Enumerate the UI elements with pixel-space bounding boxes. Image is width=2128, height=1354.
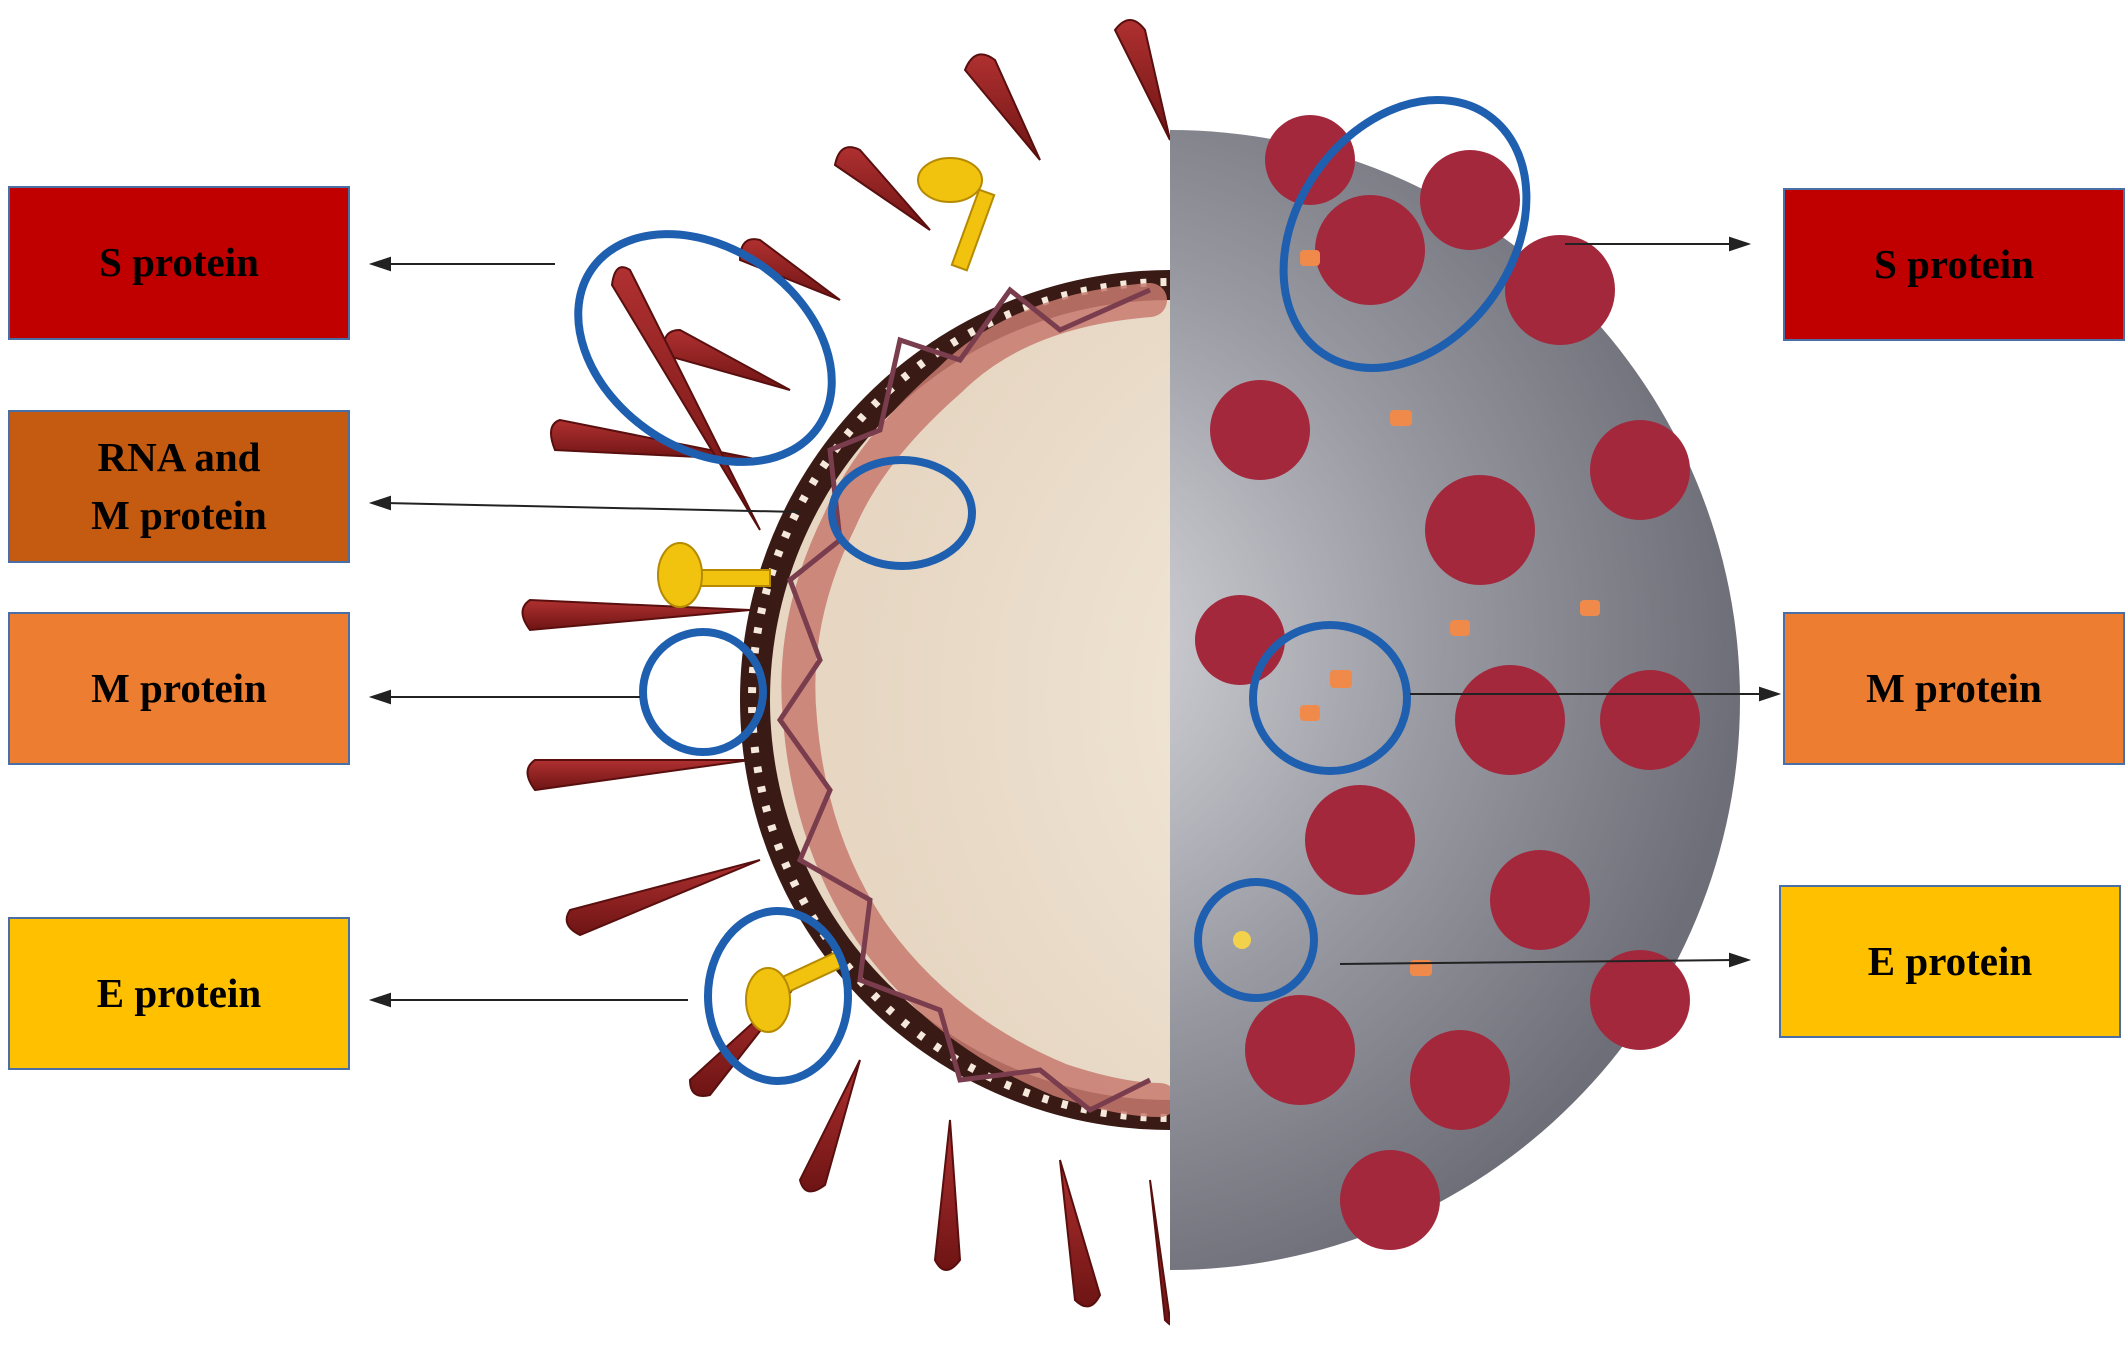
highlight-s-protein-right bbox=[1279, 96, 1531, 372]
spike bbox=[738, 238, 841, 301]
spike bbox=[550, 418, 761, 461]
highlight-circles bbox=[574, 96, 1531, 1085]
arrow-left-rna bbox=[384, 502, 801, 513]
label-s-protein-left: S protein bbox=[8, 186, 350, 340]
spike-cluster bbox=[1245, 995, 1355, 1105]
spike-cluster bbox=[1600, 670, 1700, 770]
arrowhead bbox=[368, 992, 391, 1008]
e-protein-head bbox=[745, 967, 791, 1033]
spike-cluster bbox=[1590, 950, 1690, 1050]
spike bbox=[1113, 19, 1170, 141]
m-protein-dot bbox=[1450, 620, 1470, 636]
spike bbox=[1059, 1159, 1102, 1308]
spike bbox=[963, 53, 1041, 161]
spike-cluster bbox=[1590, 420, 1690, 520]
arrowhead bbox=[368, 256, 391, 272]
spike-cluster bbox=[1410, 1030, 1510, 1130]
rna-line bbox=[776, 286, 1152, 1113]
spike-cluster bbox=[1315, 195, 1425, 305]
spike bbox=[833, 146, 931, 231]
spike-cluster bbox=[1340, 1150, 1440, 1250]
m-protein-dot bbox=[1300, 705, 1320, 721]
surface-spikes bbox=[1195, 115, 1700, 1250]
spike bbox=[610, 266, 761, 531]
spike-cluster bbox=[1505, 235, 1615, 345]
e-protein-dot bbox=[1233, 931, 1251, 949]
m-protein-dot bbox=[1390, 410, 1412, 426]
label-e-protein-right: E protein bbox=[1779, 885, 2121, 1038]
arrowhead bbox=[368, 495, 391, 511]
arrow-right-e bbox=[1339, 959, 1736, 965]
m-protein-dot bbox=[1580, 600, 1600, 616]
m-protein-dots bbox=[1300, 250, 1600, 976]
label-rna-m-protein-left: RNA and M protein bbox=[8, 410, 350, 563]
spike bbox=[565, 859, 761, 937]
spike bbox=[1149, 1179, 1170, 1326]
e-protein-head bbox=[917, 157, 983, 203]
m-protein-dot bbox=[1300, 250, 1320, 266]
rna-zigzag bbox=[776, 286, 1152, 1113]
label-m-protein-left: M protein bbox=[8, 612, 350, 765]
e-proteins-left bbox=[657, 157, 996, 1033]
spike bbox=[798, 1059, 861, 1193]
e-protein-stem bbox=[699, 569, 771, 587]
highlight-e-protein-left bbox=[704, 907, 852, 1085]
spike bbox=[521, 598, 751, 632]
highlight-m-protein-left bbox=[639, 628, 767, 756]
e-protein-stem bbox=[950, 188, 996, 272]
rna-strand bbox=[781, 283, 1170, 1117]
spike-cluster bbox=[1195, 595, 1285, 685]
label-m-protein-right: M protein bbox=[1783, 612, 2125, 765]
spike-cluster bbox=[1265, 115, 1355, 205]
spike bbox=[933, 1119, 962, 1271]
arrowhead bbox=[1759, 686, 1782, 702]
arrows bbox=[368, 236, 1782, 1008]
e-protein-head bbox=[657, 542, 703, 608]
spike-cluster bbox=[1490, 850, 1590, 950]
arrowhead bbox=[1729, 952, 1752, 968]
spike-cluster bbox=[1420, 150, 1520, 250]
highlight-s-protein-left bbox=[574, 230, 836, 466]
arrowhead bbox=[1729, 236, 1752, 252]
spike bbox=[526, 759, 751, 792]
highlight-rna-left bbox=[828, 456, 976, 570]
highlight-e-protein-right bbox=[1194, 878, 1318, 1002]
arrowhead bbox=[368, 689, 391, 705]
spike-cluster bbox=[1425, 475, 1535, 585]
virus-surface-right bbox=[1170, 115, 1740, 1270]
label-s-protein-right: S protein bbox=[1783, 188, 2125, 341]
highlight-m-protein-right bbox=[1249, 621, 1411, 775]
spike-cluster bbox=[1305, 785, 1415, 895]
m-protein-dot bbox=[1330, 670, 1352, 688]
label-e-protein-left: E protein bbox=[8, 917, 350, 1070]
spike-cluster bbox=[1210, 380, 1310, 480]
rna-coil bbox=[781, 283, 1170, 1117]
spike-cluster bbox=[1455, 665, 1565, 775]
